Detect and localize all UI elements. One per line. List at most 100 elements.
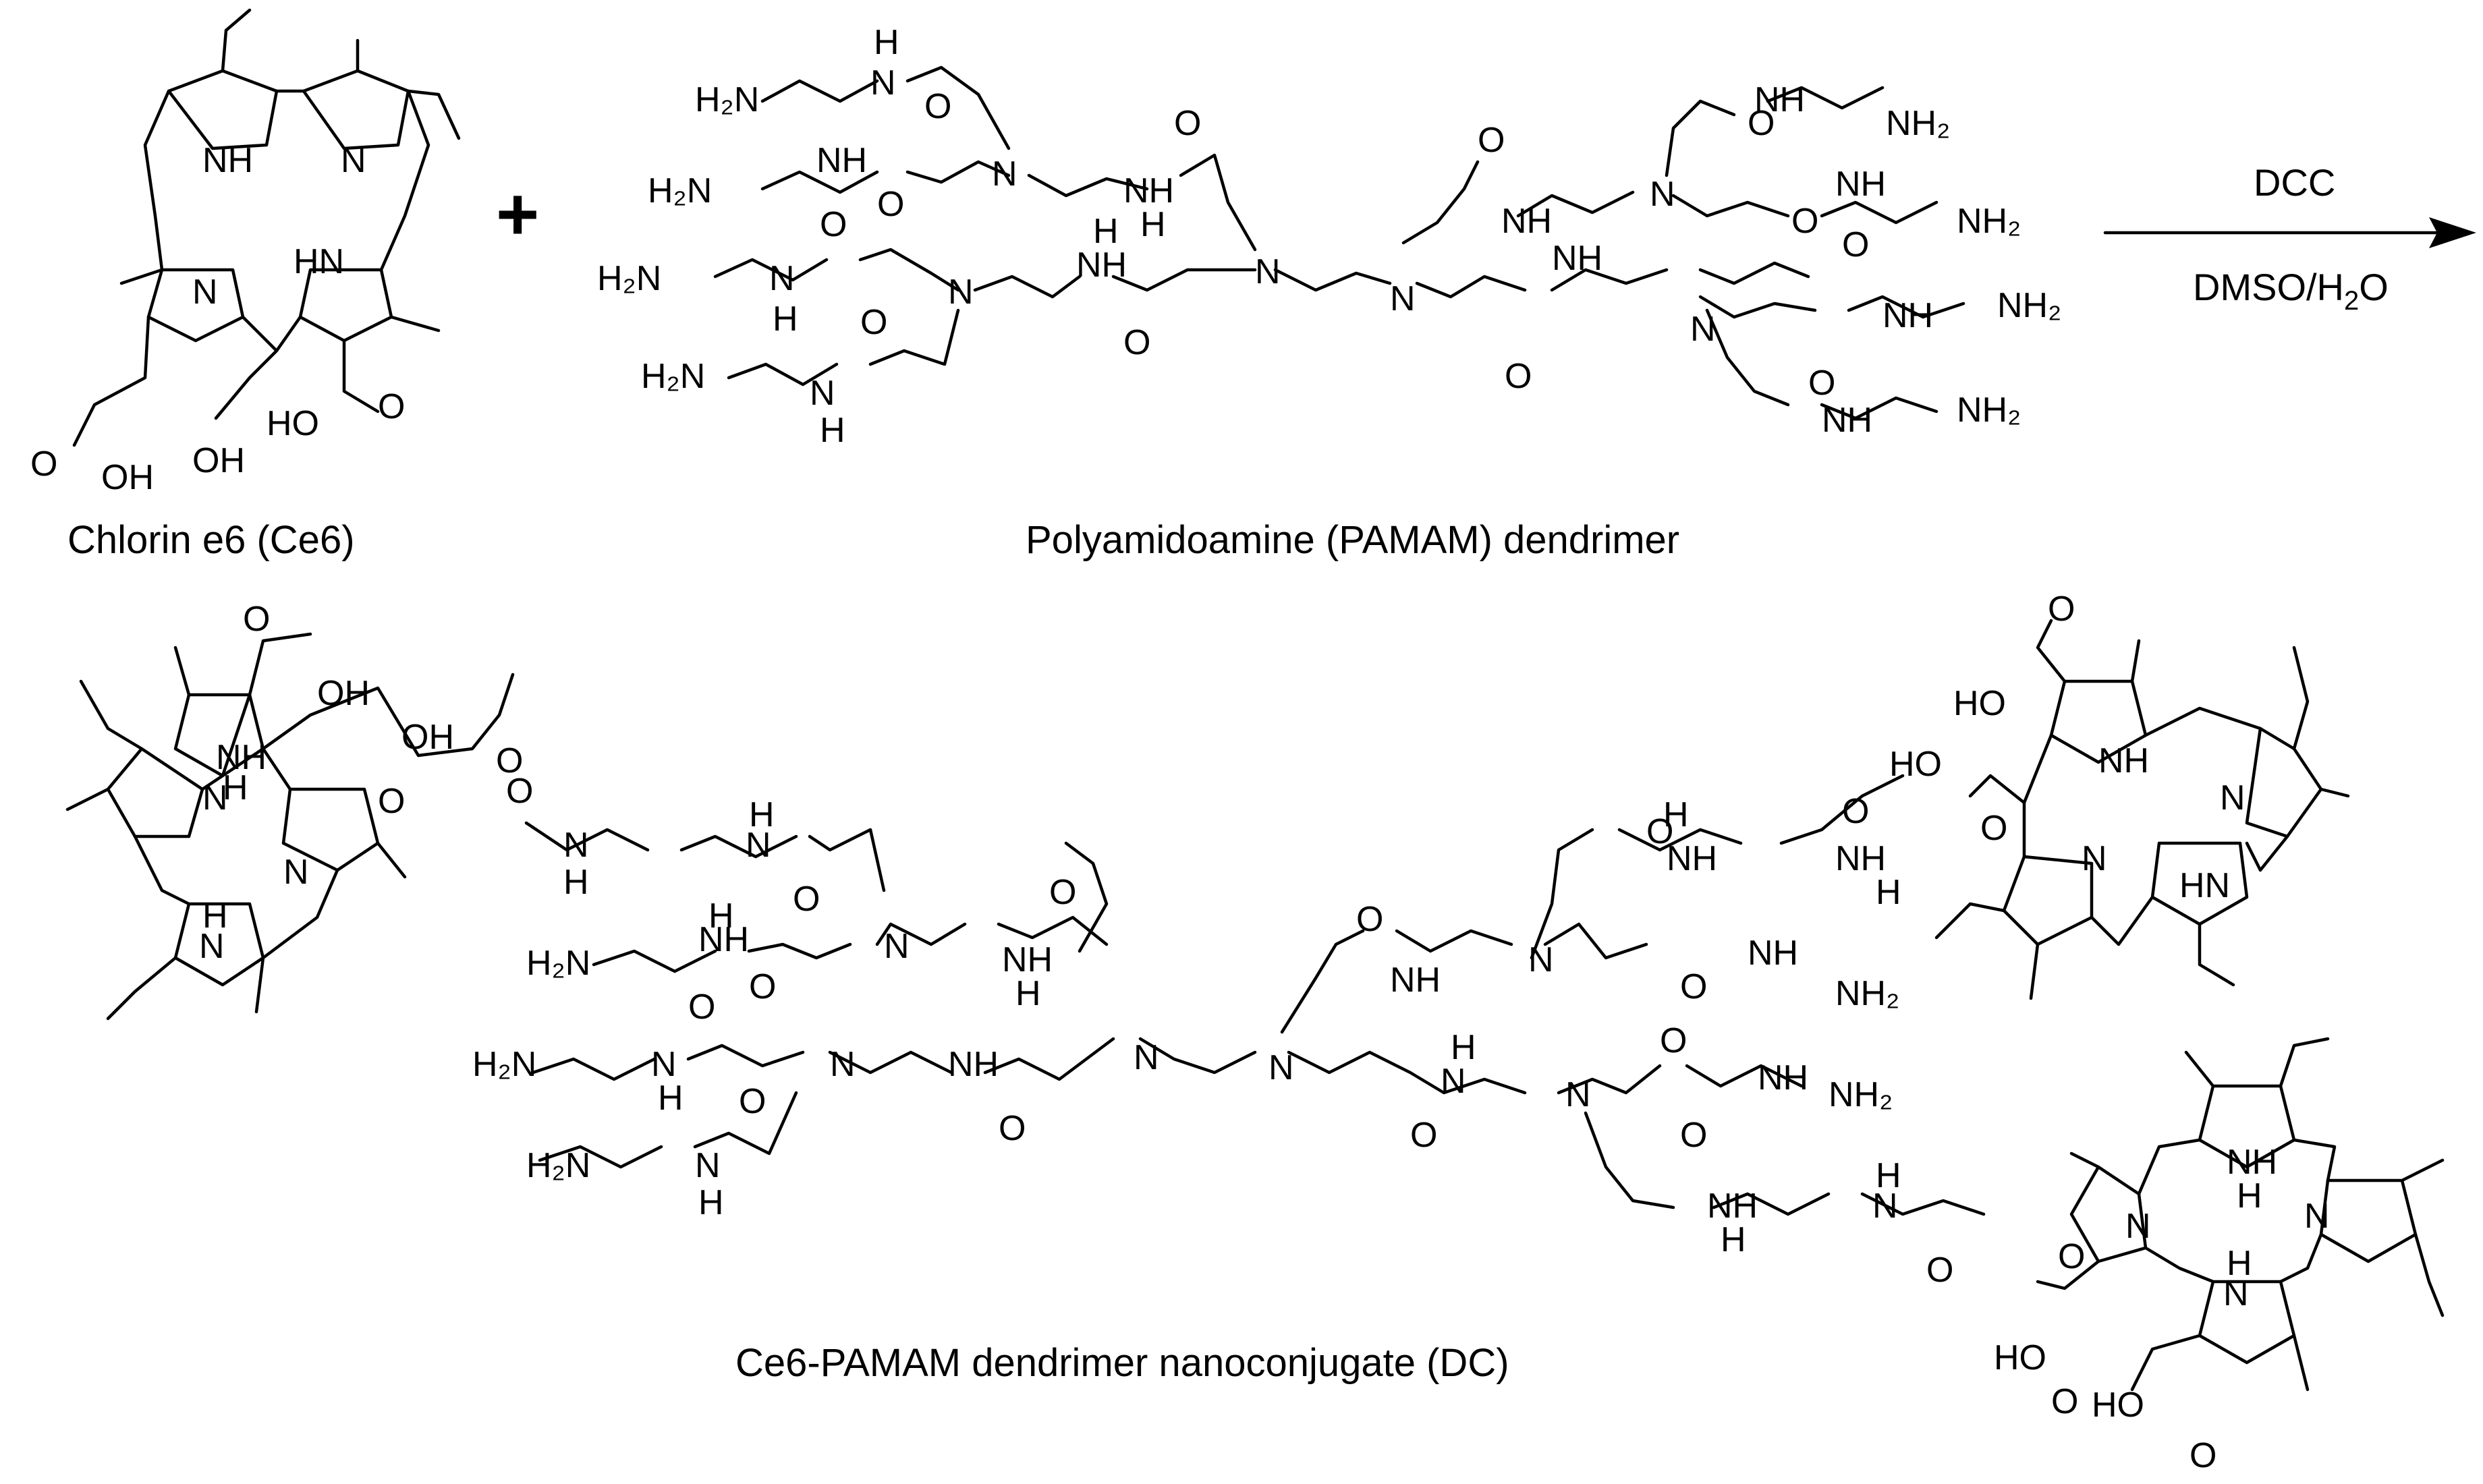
tr-o-label-2: O [1980,809,2007,848]
dc-h-label-4: H [1015,974,1041,1013]
solvent-label: DMSO/H2O [2193,266,2389,316]
tr-nh-label-1: NH [2098,741,2149,780]
br-n-label-3: N [2223,1274,2249,1313]
pamam-nh2-label-1: NH₂ [1886,104,1950,143]
pamam-atom-labels: H₂N H N O H₂N NH O N NH H O H₂N N H O N … [597,23,2061,450]
dc-nh-label-9: NH [1707,1187,1758,1226]
pamam-n-label-8: N [1650,175,1675,214]
br-n-label-2: N [2304,1197,2330,1236]
br-o-label-1: O [2058,1237,2085,1276]
pamam-nh-label-5: NH [1754,80,1805,119]
ce6-nh-label: NH [202,141,253,180]
dc-o-label-2: O [793,880,820,919]
dc-o-label-14: O [1680,1116,1707,1155]
left-oh-label-2: OH [401,718,454,757]
dc-o-label-8: O [1356,900,1383,939]
pamam-n-label-9: N [1690,310,1716,349]
pamam-h2n-label-4: H₂N [641,357,705,396]
dc-o-label-1: O [496,741,523,780]
dc-n-label-9: N [1528,940,1554,979]
left-n-label-1: N [202,778,228,818]
dc-h-label-9: H [1451,1028,1476,1067]
pamam-nh-label-1: NH [816,141,867,180]
left-h-label-2: H [202,896,228,936]
product-ce6-top-right [1934,619,2350,1000]
dc-n-label-12: N [1872,1187,1898,1226]
dc-nh-label-8: NH [1758,1058,1808,1097]
ce6-hn-label: HN [294,242,344,281]
tr-ho-label-1: HO [1953,684,2006,723]
dc-n-label-3: N [884,927,910,966]
dc-nh-label-5: NH [1667,839,1717,878]
left-o-label-1: O [243,600,270,639]
pamam-o-label-6: O [860,303,887,342]
pamam-nh-label-2: NH [1123,171,1174,210]
dc-o-label-12: O [1660,1021,1687,1060]
dc-o-label-9: O [1646,812,1673,851]
ce6-o-label: O [30,445,57,484]
br-o-label-2: O [2051,1382,2078,1421]
dc-n-label-4: N [651,1045,677,1084]
pamam-nh-label-6: NH [1835,165,1886,204]
pamam-nh2-label-2: NH₂ [1957,202,2021,241]
pamam-o-label-10: O [1505,357,1532,396]
dc-h-label-1: H [563,863,589,902]
product-pamam-labels: O N H H N O N H₂N NH H O NH H O H₂N N H … [472,741,1953,1290]
tr-hn-label-1: HN [2179,866,2230,905]
reagent-label: DCC [2254,161,2335,204]
tr-o-label-1: O [2048,590,2075,629]
pamam-o-label-9: O [1791,202,1818,241]
dc-h-label-8: H [1876,873,1901,912]
tr-n-label-1: N [2220,778,2245,818]
dc-n-label-11: N [1565,1075,1591,1114]
left-n-label-2: N [283,853,309,892]
pamam-h2n-label-3: H₂N [597,259,661,298]
dc-h2n-label-3: H₂N [526,1146,590,1185]
pamam-o-label-2: O [877,185,904,224]
pamam-n-label-2: N [992,154,1017,194]
pamam-n-label-4: N [948,273,974,312]
dc-h2n-label-1: H₂N [526,944,590,983]
dc-nh2-label-2: NH₂ [1829,1075,1893,1114]
dc-nh-label-1: NH [698,920,749,959]
dc-h-label-7: H [1663,795,1689,834]
pamam-n-label-6: N [1255,252,1281,291]
dc-n-label-7: N [1268,1048,1294,1087]
ce6-structure [72,8,461,447]
tr-ho-label-2: HO [1889,745,1942,784]
br-o-label-3: O [2189,1436,2216,1475]
pamam-nh-label-9: NH [1822,401,1872,440]
tr-n-label-2: N [2082,839,2107,878]
product-ce6-bottom-right-labels: NH H N N H N O HO O HO O [1994,1143,2330,1475]
dc-n-label-5: N [830,1045,856,1084]
reaction-arrow [2103,217,2476,248]
pamam-n-label-3: N [769,259,795,298]
left-oh-label-1: OH [317,674,370,713]
product-caption: Ce6-PAMAM dendrimer nanoconjugate (DC) [735,1341,1509,1385]
pamam-h2n-label-1: H₂N [695,80,759,119]
pamam-h-label-1: H [874,23,899,62]
dc-o-label-3: O [749,967,776,1006]
plus-sign: + [496,173,539,256]
pamam-n-label-1: N [870,63,896,103]
br-n-label-1: N [2125,1207,2151,1246]
dc-h-label-10: H [1721,1220,1746,1259]
ce6-n-label: N [341,141,366,180]
ce6-o-label-2: O [378,387,405,426]
dc-n-label-6: N [1134,1038,1159,1077]
dc-n-label-10: N [1441,1062,1466,1101]
pamam-o-label-5: O [1123,323,1150,362]
dc-h-label-11: H [1876,1156,1901,1195]
ce6-ho-label: HO [267,404,319,443]
dc-nh-label-2: NH [1002,940,1053,979]
ce6-oh-label-2: OH [192,441,245,480]
dc-n-label-8: N [695,1146,721,1185]
pamam-n-label-7: N [1390,279,1416,318]
dc-o-label-5: O [688,988,715,1027]
dc-o-label-7: O [739,1082,766,1121]
pamam-caption: Polyamidoamine (PAMAM) dendrimer [1026,518,1679,562]
left-n-label-3: N [199,927,225,966]
product-ce6-left [65,632,515,1021]
br-nh-label-1: NH [2227,1143,2277,1182]
